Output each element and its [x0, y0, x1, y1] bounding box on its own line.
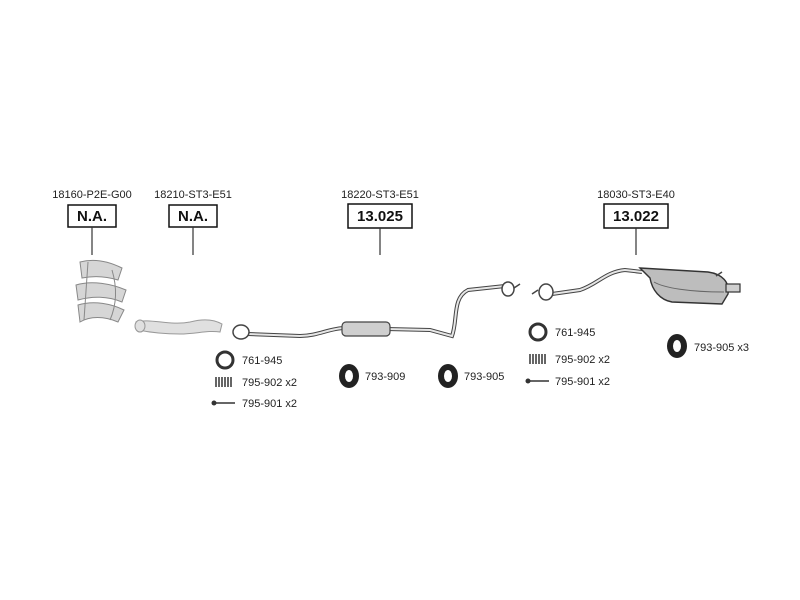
- rear-muffler-drawing: [531, 267, 741, 305]
- fitting-mount-a[interactable]: 793-909: [339, 364, 405, 388]
- price-manifold: N.A.: [77, 208, 107, 225]
- fitting-label: 795-902 x2: [555, 354, 610, 366]
- bolt-icon: [525, 378, 549, 384]
- manifold-drawing: [75, 259, 127, 323]
- price-front-pipe: N.A.: [178, 208, 208, 225]
- part-rear-muffler[interactable]: 18030-ST3-E40 13.022: [531, 189, 741, 305]
- fitting-label: 793-905: [464, 371, 504, 383]
- part-exhaust-manifold[interactable]: 18160-P2E-G00 N.A.: [52, 189, 132, 323]
- center-pipe-drawing: [232, 281, 521, 340]
- spring-icon: [529, 354, 546, 364]
- fitting-label: 761-945: [555, 327, 595, 339]
- fitting-label: 795-901 x2: [555, 376, 610, 388]
- fitting-bolt-a[interactable]: 795-901 x2: [211, 398, 298, 410]
- gasket-icon: [528, 322, 548, 342]
- price-box-center-pipe: [347, 203, 413, 229]
- fitting-label: 793-909: [365, 371, 405, 383]
- fitting-spring-b[interactable]: 795-902 x2: [529, 354, 610, 366]
- part-front-pipe[interactable]: 18210-ST3-E51 N.A.: [134, 189, 232, 335]
- fitting-label: 795-901 x2: [242, 398, 297, 410]
- fitting-label: 793-905 x3: [694, 342, 749, 354]
- fitting-bolt-b[interactable]: 795-901 x2: [525, 376, 611, 388]
- gasket-icon: [215, 350, 235, 370]
- fitting-mount-c[interactable]: 793-905 x3: [667, 334, 749, 358]
- fitting-mount-b[interactable]: 793-905: [438, 364, 504, 388]
- part-code-manifold: 18160-P2E-G00: [52, 189, 132, 201]
- front-pipe-drawing: [134, 319, 223, 335]
- fitting-label: 761-945: [242, 355, 282, 367]
- fitting-label: 795-902 x2: [242, 377, 297, 389]
- bolt-icon: [211, 400, 235, 406]
- part-center-pipe[interactable]: 18220-ST3-E51 13.025: [232, 189, 521, 340]
- part-code-rear-muffler: 18030-ST3-E40: [597, 189, 675, 201]
- price-center-pipe: 13.025: [357, 208, 403, 225]
- fitting-gasket-b[interactable]: 761-945: [528, 322, 595, 342]
- part-code-center-pipe: 18220-ST3-E51: [341, 189, 419, 201]
- fitting-gasket-a[interactable]: 761-945: [215, 350, 282, 370]
- fitting-spring-a[interactable]: 795-902 x2: [215, 377, 297, 389]
- price-rear-muffler: 13.022: [613, 208, 659, 225]
- part-code-front-pipe: 18210-ST3-E51: [154, 189, 232, 201]
- spring-icon: [215, 377, 232, 387]
